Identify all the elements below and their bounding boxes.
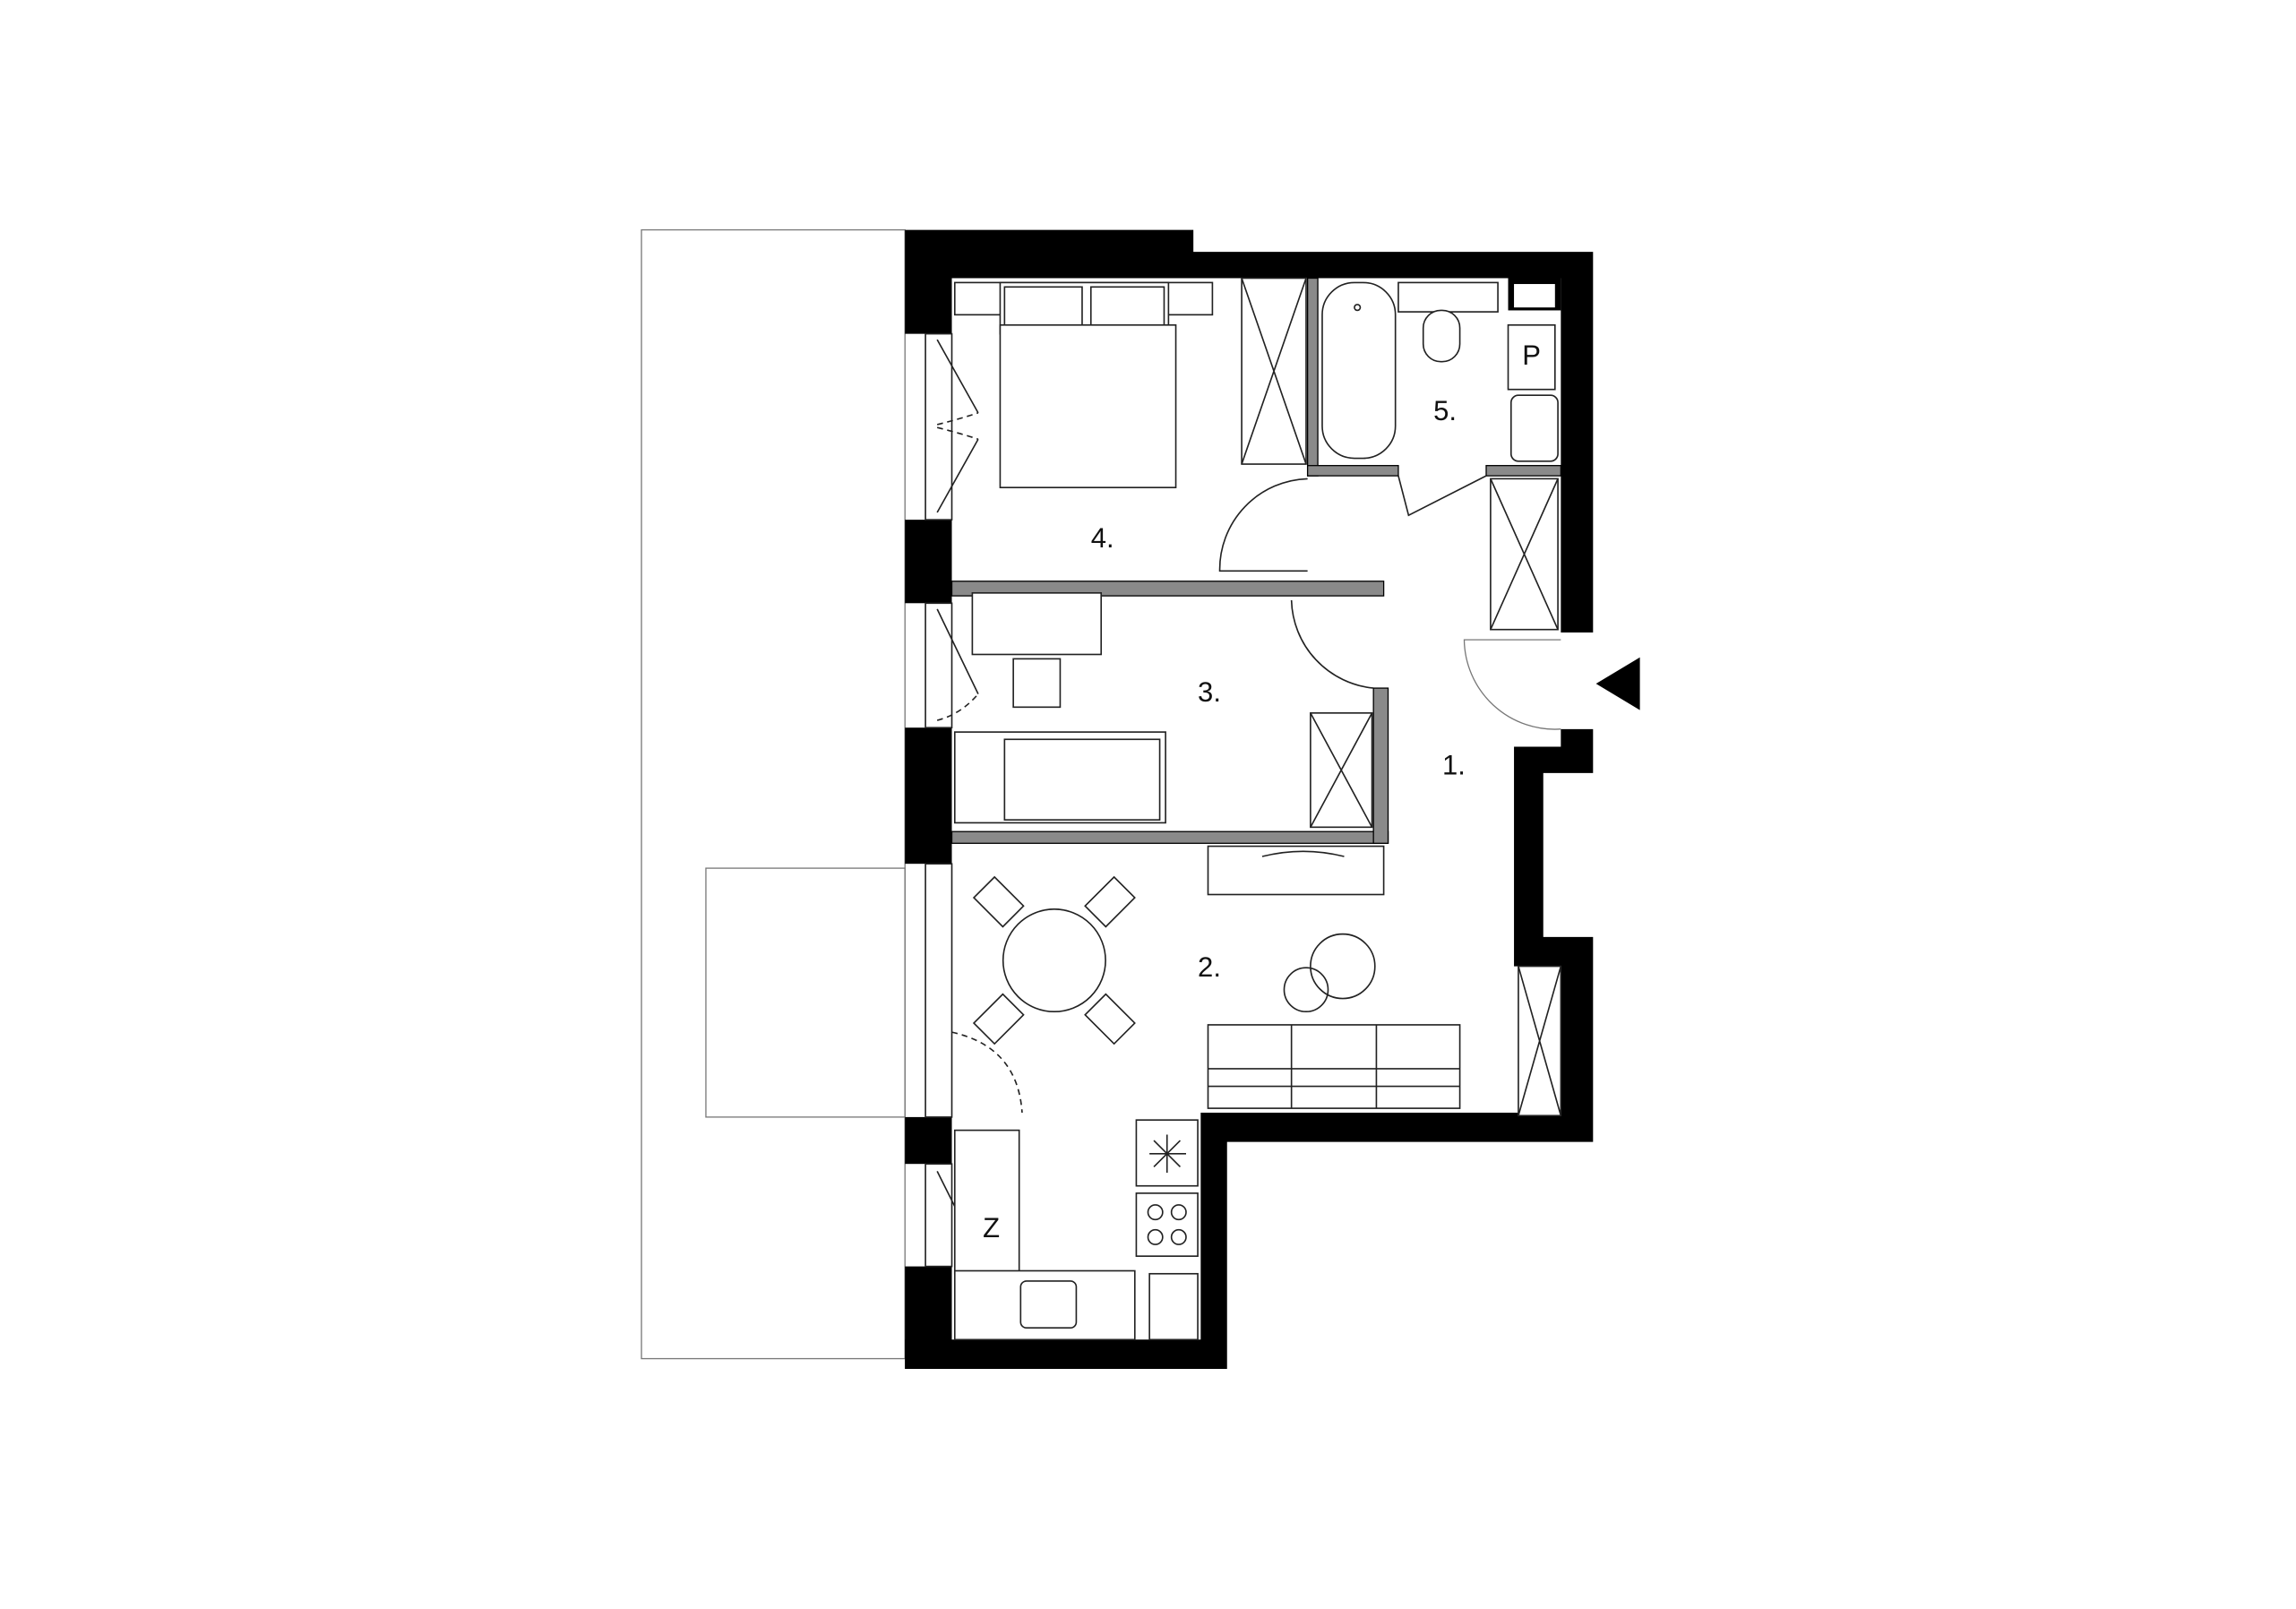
room-label-5: 5. <box>1433 395 1457 426</box>
kitchen: Z <box>953 1119 1199 1341</box>
room-label-2: 2. <box>1198 951 1221 983</box>
room-label-1: 1. <box>1442 749 1466 780</box>
kids-room-furniture <box>953 592 1373 829</box>
living-room-furniture <box>972 845 1562 1117</box>
svg-text:P: P <box>1522 340 1541 371</box>
sink-icon <box>1019 1280 1078 1329</box>
doors <box>1218 475 1561 730</box>
bedroom-furniture <box>953 277 1307 489</box>
balcony <box>641 228 906 1360</box>
svg-text:Z: Z <box>983 1212 1000 1243</box>
washing-machine-icon <box>1507 323 1556 391</box>
stove-icon <box>1135 1192 1199 1257</box>
entrance-arrow-icon <box>1595 657 1640 710</box>
windows <box>924 332 1023 1268</box>
room-label-3: 3. <box>1198 676 1221 708</box>
bathroom-fixtures: P <box>1321 281 1559 631</box>
sink-icon <box>1509 394 1559 462</box>
exterior-walls <box>905 229 1594 1369</box>
room-label-4: 4. <box>1091 522 1114 554</box>
